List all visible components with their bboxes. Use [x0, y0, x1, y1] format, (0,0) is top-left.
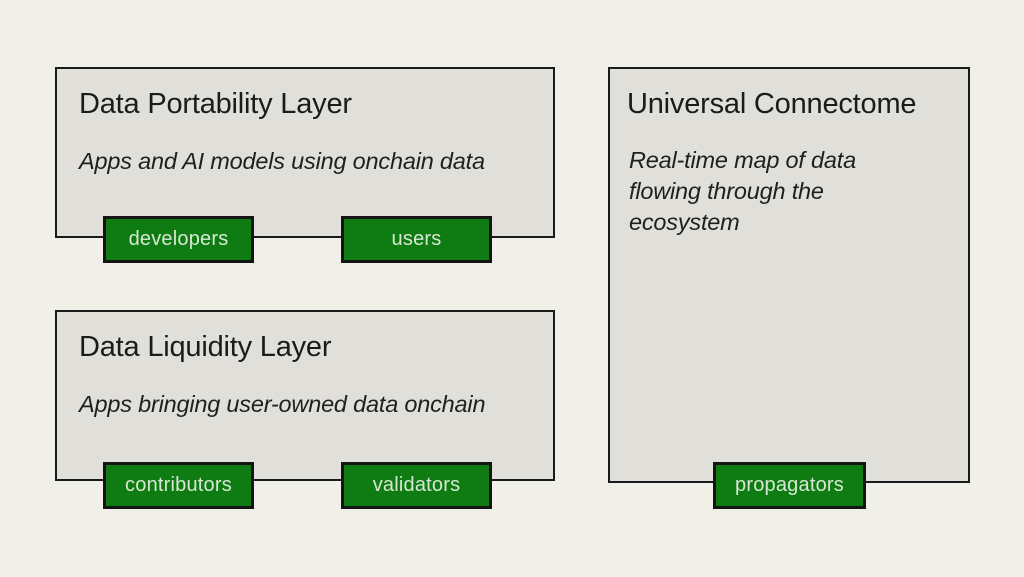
data-liquidity-layer-subtitle: Apps bringing user-owned data onchain	[79, 391, 486, 417]
tag-users-label: users	[391, 228, 442, 250]
data-liquidity-layer-title: Data Liquidity Layer	[79, 331, 332, 363]
tag-propagators-label: propagators	[735, 474, 844, 496]
universal-connectome-subtitle: Real-time map of data flowing through th…	[629, 147, 856, 235]
tag-validators: validators	[341, 462, 492, 509]
data-portability-layer-title: Data Portability Layer	[79, 88, 352, 120]
box-data-portability-layer	[55, 67, 555, 238]
tag-contributors-label: contributors	[125, 474, 232, 496]
box-data-liquidity-layer	[55, 310, 555, 481]
tag-users: users	[341, 216, 492, 263]
tag-developers-label: developers	[128, 228, 229, 250]
box-universal-connectome	[608, 67, 970, 483]
universal-connectome-title: Universal Connectome	[627, 88, 917, 120]
tag-validators-label: validators	[372, 474, 461, 496]
tag-contributors: contributors	[103, 462, 254, 509]
tag-developers: developers	[103, 216, 254, 263]
data-portability-layer-subtitle: Apps and AI models using onchain data	[79, 148, 485, 174]
tag-propagators: propagators	[713, 462, 866, 509]
